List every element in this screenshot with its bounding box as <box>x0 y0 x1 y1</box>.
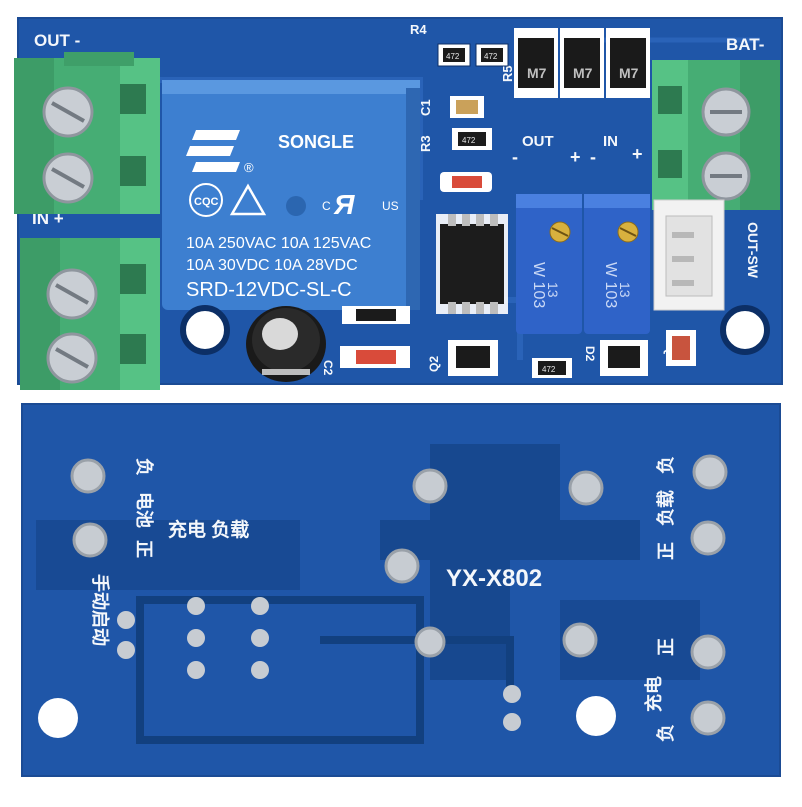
svg-text:13: 13 <box>545 282 561 298</box>
svg-text:472: 472 <box>446 52 460 61</box>
relay-model: SRD-12VDC-SL-C <box>186 279 352 301</box>
cqc-mark-icon <box>189 183 223 217</box>
svg-text:472: 472 <box>542 365 556 374</box>
svg-text:M7: M7 <box>573 65 593 81</box>
warning-triangle-icon <box>229 183 267 216</box>
label-left-zheng: 正 <box>134 540 154 558</box>
label-right-charge: 充电 <box>643 676 664 712</box>
mounting-hole-icon <box>720 305 770 355</box>
label-in-pot: IN <box>603 133 618 150</box>
svg-text:W 103: W 103 <box>602 262 619 308</box>
electrolytic-capacitor <box>246 306 326 382</box>
label-out-minus: OUT - <box>34 31 80 50</box>
label-q2: Q2 <box>427 356 441 372</box>
svg-text:472: 472 <box>484 52 498 61</box>
relay-cqc: CQC <box>194 196 219 208</box>
svg-text:M7: M7 <box>619 65 639 81</box>
ul-mark-icon: Я <box>333 189 355 220</box>
label-right-load: 负载 <box>655 490 676 526</box>
svg-text:C: C <box>322 199 331 213</box>
svg-text:472: 472 <box>462 136 476 145</box>
label-left-battery: 电池 <box>134 492 155 528</box>
potentiometer-in: W 103 13 <box>584 194 650 334</box>
relay-rating-line2: 10A 30VDC 10A 28VDC <box>186 257 358 274</box>
svg-text:13: 13 <box>617 282 633 298</box>
label-out-sw: OUT-SW <box>745 222 761 279</box>
label-c1: C1 <box>418 99 433 116</box>
svg-text:®: ® <box>244 160 254 175</box>
label-left-fu: 负 <box>134 458 155 476</box>
board-model: YX-X802 <box>446 565 542 592</box>
solder-pads <box>70 454 728 736</box>
mounting-hole-icon <box>576 696 616 736</box>
label-charge-load: 充电 负载 <box>168 518 249 541</box>
label-r4: R4 <box>410 22 427 37</box>
bottom-board: YX-X802 充电 负载 负 电池 正 手动启动 负 负载 正 正 充电 负 <box>21 403 781 777</box>
svg-text:-: - <box>512 147 518 167</box>
connector-out-sw <box>653 199 725 311</box>
songle-logo-icon <box>186 130 240 172</box>
svg-text:US: US <box>382 199 399 213</box>
label-out-pot: OUT <box>522 133 554 150</box>
relay: ® SONGLE CQC C Я US 10A 250VAC 10A 125VA… <box>162 80 420 310</box>
potentiometer-out: W 103 13 <box>516 194 582 334</box>
smd-components: 472 472 472 472 <box>340 43 696 378</box>
svg-text:+: + <box>632 144 643 164</box>
label-r3: R3 <box>418 135 433 152</box>
terminal-block-bat <box>652 60 780 210</box>
label-right-zheng-top: 正 <box>656 542 676 560</box>
svg-text:-: - <box>590 147 596 167</box>
label-r5: R5 <box>500 65 515 82</box>
label-auto-start: 手动启动 <box>90 574 111 646</box>
label-bat-minus: BAT- <box>726 35 764 54</box>
diodes: M7 M7 M7 <box>514 28 650 98</box>
label-right-zheng-mid: 正 <box>656 638 676 656</box>
mounting-hole-icon <box>180 305 230 355</box>
svg-text:M7: M7 <box>527 65 547 81</box>
terminal-block-in <box>20 238 160 390</box>
terminal-block-out <box>14 52 160 214</box>
transistors <box>448 340 648 376</box>
svg-text:+: + <box>570 147 581 167</box>
relay-brand: SONGLE <box>278 132 354 152</box>
label-c2: C2 <box>321 360 335 376</box>
svg-text:W 103: W 103 <box>530 262 547 308</box>
ic-chip <box>436 214 508 314</box>
label-right-fu-top: 负 <box>655 456 676 474</box>
relay-rating-line1: 10A 250VAC 10A 125VAC <box>186 235 371 252</box>
label-d2: D2 <box>583 346 597 362</box>
mounting-hole-icon <box>38 698 78 738</box>
label-right-fu-bottom: 负 <box>655 724 676 742</box>
top-board: OUT - IN + BAT- R4 R3 C1 R5 OUT IN - + -… <box>14 17 783 390</box>
